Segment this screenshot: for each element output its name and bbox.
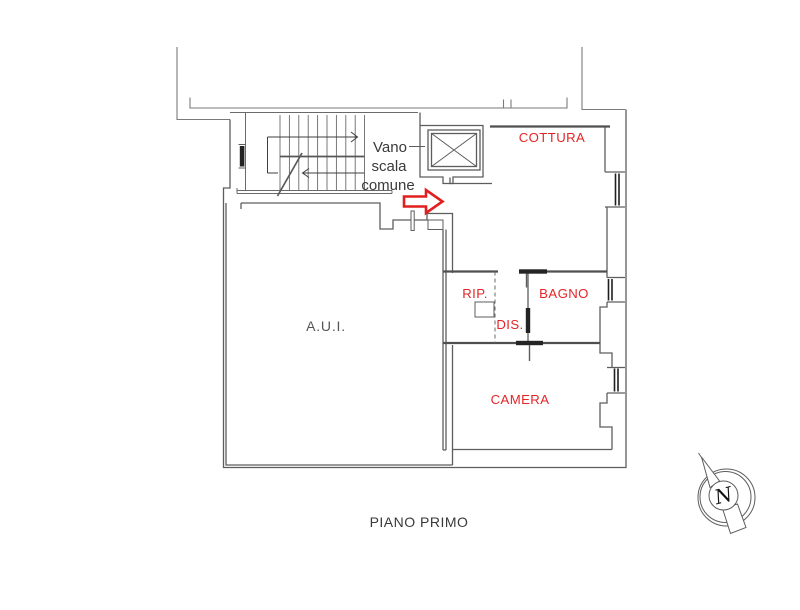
- window-cottura: [614, 173, 620, 206]
- compass-outer-ring: [697, 468, 756, 527]
- entrance-arrow-icon: [402, 187, 445, 216]
- stair-door: [238, 144, 246, 169]
- stairwell-label-line2: scala: [371, 158, 407, 175]
- label-aui: A.U.I.: [306, 318, 346, 334]
- label-bagno: BAGNO: [539, 286, 589, 301]
- window-camera: [613, 368, 619, 392]
- stairwell: [230, 112, 418, 197]
- partition-walls: [443, 125, 610, 345]
- north-compass-icon: N: [697, 452, 756, 535]
- door-bagno-top: [519, 269, 547, 288]
- label-rip: RIP.: [462, 286, 488, 301]
- door-camera: [516, 340, 543, 361]
- door-bagno-side: [525, 308, 531, 333]
- stairwell-label: Vano scala comune: [361, 139, 425, 194]
- label-camera: CAMERA: [491, 392, 550, 407]
- elevator-cabin: [427, 129, 481, 171]
- shaft-box: [474, 301, 495, 318]
- room-labels: COTTURA RIP. DIS. BAGNO CAMERA A.U.I.: [306, 130, 589, 407]
- stair-direction-lines: [267, 131, 365, 178]
- stair-treads: [279, 115, 365, 191]
- label-dis: DIS.: [496, 317, 523, 332]
- perimeter-walls: [222, 109, 627, 469]
- elevator: [419, 112, 484, 185]
- compass-face: [708, 480, 739, 511]
- stairwell-label-line3: comune: [361, 177, 414, 194]
- label-cottura: COTTURA: [519, 130, 586, 145]
- stair-break-line: [276, 152, 303, 197]
- compass-inner-ring: [699, 471, 752, 523]
- window-bagno: [607, 279, 613, 301]
- door-entrance: [410, 210, 415, 231]
- context-walls: [176, 47, 626, 121]
- floor-caption: PIANO PRIMO: [370, 514, 469, 530]
- stairwell-label-line1: Vano: [373, 139, 407, 156]
- interior-walls: [240, 126, 625, 465]
